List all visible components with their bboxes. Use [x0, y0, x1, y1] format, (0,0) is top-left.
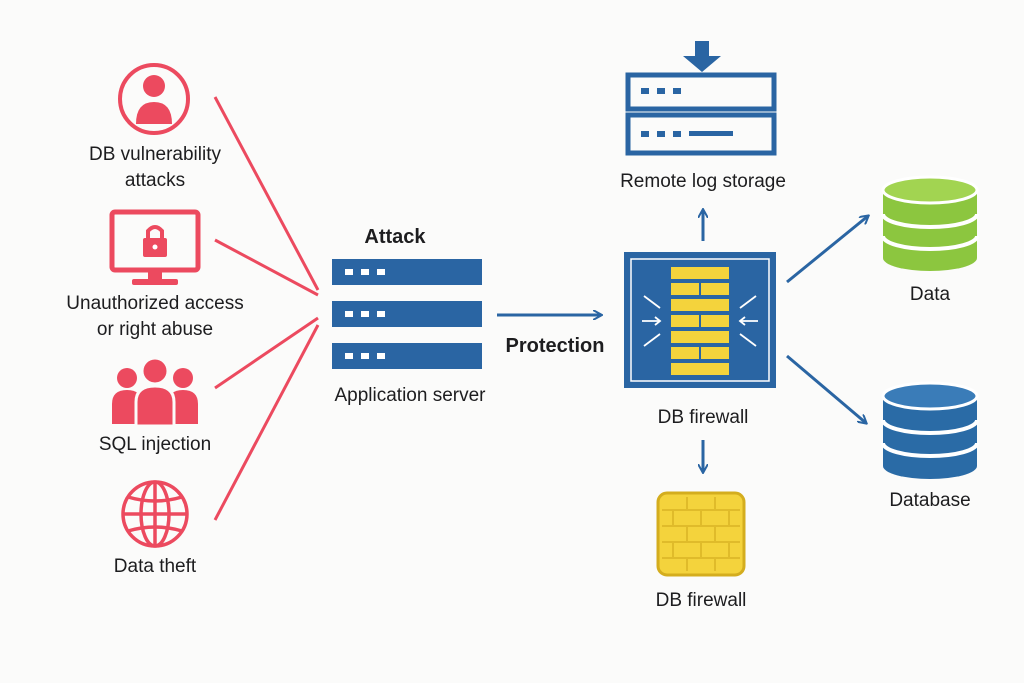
database-green-icon [881, 175, 979, 271]
connector-db-vulnerability [213, 96, 320, 291]
db-firewall-label: DB firewall [657, 407, 749, 428]
server-icon [332, 259, 482, 369]
firewall-chip-icon [656, 491, 746, 577]
log-storage-label: Remote log storage [620, 171, 786, 192]
threat-label-db-vulnerability: DB vulnerability attacks [89, 144, 221, 191]
arrow-to-data [786, 216, 868, 284]
attack-label: Attack [364, 226, 426, 248]
monitor-lock-icon [109, 209, 201, 285]
threat-label-sql-injection: SQL injection [98, 434, 212, 455]
data-label: Data [909, 284, 951, 305]
connector-data-theft [213, 324, 320, 521]
user-icon [118, 63, 190, 135]
protection-label: Protection [505, 335, 605, 357]
group-icon [112, 356, 198, 428]
arrow-to-database [786, 354, 866, 423]
database-label: Database [889, 490, 971, 511]
server-storage-icon [625, 41, 777, 156]
app-server-label: Application server [334, 385, 486, 406]
database-blue-icon [881, 381, 979, 479]
threat-label-data-theft: Data theft [113, 556, 197, 577]
threat-connectors [213, 96, 320, 521]
secondary-firewall-label: DB firewall [655, 590, 747, 611]
threat-label-unauthorized: Unauthorized access or right abuse [66, 293, 244, 340]
globe-icon [121, 480, 189, 548]
connector-sql-injection [214, 316, 319, 390]
connector-unauthorized [214, 238, 319, 297]
firewall-icon [624, 252, 776, 388]
